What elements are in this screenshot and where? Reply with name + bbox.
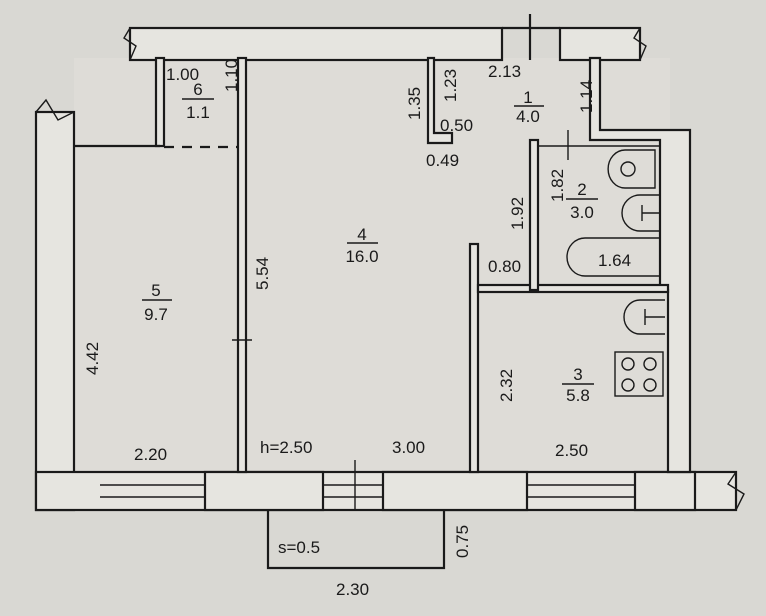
room-area: 9.7 (144, 305, 168, 324)
dimension-label: 2.32 (497, 369, 516, 402)
dimension-label: 2.50 (555, 441, 588, 460)
interior-floor (74, 58, 670, 472)
dimension-label: 5.54 (253, 257, 272, 290)
window (527, 484, 635, 498)
room-number: 6 (193, 80, 202, 99)
room-3-label: 3 5.8 (562, 365, 594, 405)
bottom-wall (34, 460, 745, 512)
balcony-area-label: s=0.5 (278, 538, 320, 557)
dimension-label: 1.92 (508, 197, 527, 230)
dimension-label: 1.00 (166, 65, 199, 84)
left-wall (34, 98, 76, 512)
kitchen-sink-icon (623, 299, 665, 335)
bathtub-icon (566, 237, 661, 277)
top-wall (123, 14, 647, 62)
sink-icon (621, 194, 660, 232)
room-area: 1.1 (186, 103, 210, 122)
toilet-icon (607, 149, 656, 189)
interior-walls (74, 56, 670, 474)
room-4-label: 4 16.0 (345, 225, 378, 266)
room-number: 3 (573, 365, 582, 384)
room-area: 16.0 (345, 247, 378, 266)
room-area: 4.0 (516, 107, 540, 126)
dimension-label: 2.30 (336, 580, 369, 599)
dimension-label: 1.14 (577, 80, 596, 113)
dimension-label: 2.13 (488, 62, 521, 81)
room-area: 3.0 (570, 203, 594, 222)
balcony (266, 510, 446, 570)
room-2-label: 2 3.0 (566, 180, 598, 222)
dimension-label: 4.42 (83, 342, 102, 375)
room-number: 4 (357, 225, 366, 244)
window (100, 484, 205, 498)
room-6-label: 6 1.1 (182, 80, 214, 122)
room-5-label: 5 9.7 (142, 281, 172, 324)
room-1-label: 1 4.0 (514, 88, 544, 126)
dimension-label: 3.00 (392, 438, 425, 457)
room-number: 1 (523, 88, 532, 107)
right-wall (588, 56, 692, 474)
ceiling-height-label: h=2.50 (260, 438, 312, 457)
stove-icon (614, 351, 664, 397)
room-number: 5 (151, 281, 160, 300)
dimension-label: 0.49 (426, 151, 459, 170)
dimension-label: 0.75 (453, 525, 472, 558)
window (323, 460, 383, 510)
dimension-label: 0.80 (488, 257, 521, 276)
dimension-label: 1.64 (598, 251, 631, 270)
room-number: 2 (577, 180, 586, 199)
dimension-label: 0.50 (440, 116, 473, 135)
room-area: 5.8 (566, 386, 590, 405)
dimension-label: 1.10 (222, 59, 241, 92)
dimension-label: 1.35 (405, 87, 424, 120)
dimension-label: 1.82 (548, 169, 567, 202)
dimension-label: 1.23 (441, 69, 460, 102)
dimension-label: 2.20 (134, 445, 167, 464)
